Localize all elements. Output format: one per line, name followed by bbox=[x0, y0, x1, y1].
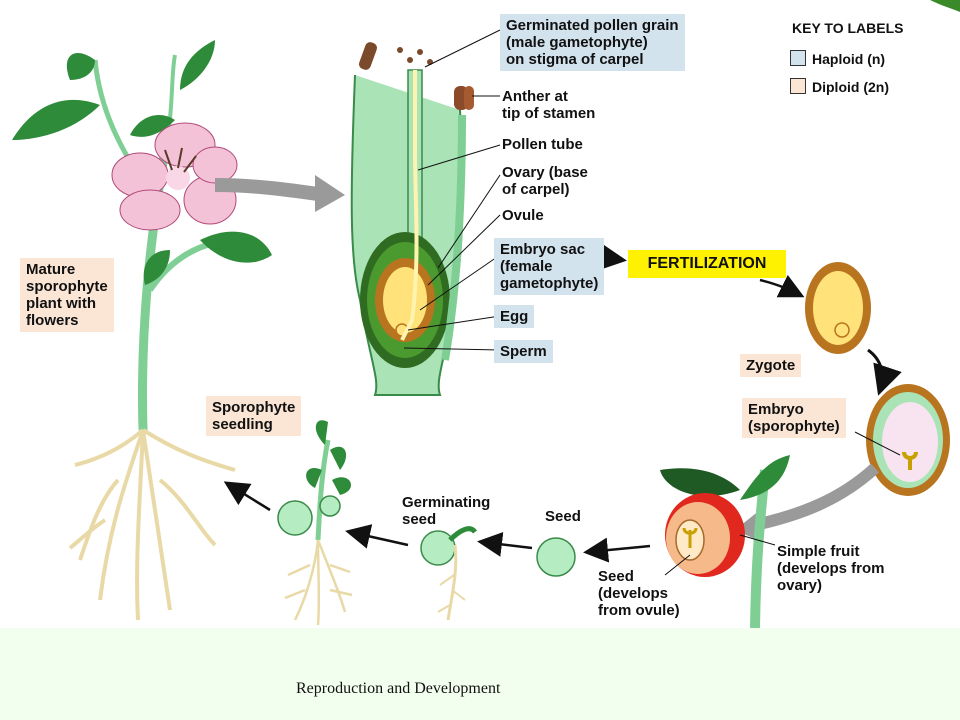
haploid-text: Haploid (n) bbox=[812, 51, 886, 67]
ovule-label: Ovule bbox=[502, 207, 544, 224]
embryo-sac-label: Embryo sac (female gametophyte) bbox=[494, 238, 605, 295]
haploid-swatch bbox=[790, 50, 806, 66]
germinating-to-seedling-arrow bbox=[345, 524, 409, 549]
pollen-grain-label: Germinated pollen grain (male gametophyt… bbox=[500, 14, 685, 71]
pollen-tube-label: Pollen tube bbox=[502, 136, 583, 153]
fruit-to-seed-arrow bbox=[583, 537, 651, 563]
fertilization-label: FERTILIZATION bbox=[628, 250, 786, 278]
slide-footer bbox=[0, 628, 960, 720]
mature-plant-roots bbox=[68, 428, 236, 621]
seed-illustration bbox=[536, 537, 576, 577]
flower bbox=[111, 122, 238, 231]
simple-fruit-illustration bbox=[660, 455, 790, 629]
footer-text: Reproduction and Development bbox=[296, 680, 501, 697]
key-haploid-row: Haploid (n) bbox=[790, 50, 885, 67]
flower-to-carpel-arrow bbox=[214, 178, 326, 202]
mature-plant-label: Mature sporophyte plant with flowers bbox=[20, 258, 114, 332]
zygote-to-embryo-arrow bbox=[867, 348, 902, 396]
simple-fruit-label: Simple fruit (develops from ovary) bbox=[777, 543, 885, 594]
embryo-illustration bbox=[866, 384, 950, 496]
diploid-text: Diploid (2n) bbox=[812, 79, 889, 95]
germinating-seed-label: Germinating seed bbox=[402, 494, 491, 528]
fertilization-to-zygote-arrow bbox=[759, 274, 805, 298]
seedling-label: Sporophyte seedling bbox=[206, 396, 302, 436]
germinating-seed-illustration bbox=[420, 526, 478, 621]
zygote-illustration bbox=[805, 262, 871, 354]
zygote-label: Zygote bbox=[740, 354, 802, 377]
mature-plant bbox=[12, 40, 272, 621]
corner-leaf-decoration-top bbox=[930, 0, 960, 12]
seedling-illustration bbox=[277, 420, 353, 626]
ovary-label: Ovary (base of carpel) bbox=[502, 164, 588, 198]
seed-develops-label: Seed (develops from ovule) bbox=[598, 568, 680, 619]
anther-label: Anther at tip of stamen bbox=[502, 88, 596, 122]
embryo-leader-line bbox=[854, 431, 901, 456]
seed-label: Seed bbox=[545, 508, 581, 525]
seed-leader-line bbox=[664, 554, 691, 576]
sperm-label: Sperm bbox=[494, 340, 553, 363]
carpel-cross-section bbox=[350, 42, 474, 396]
key-title: KEY TO LABELS bbox=[792, 20, 904, 36]
carpel-leader-lines bbox=[403, 29, 501, 351]
key-diploid-row: Diploid (2n) bbox=[790, 78, 889, 95]
embryo-label: Embryo (sporophyte) bbox=[742, 398, 846, 438]
egg-label: Egg bbox=[494, 305, 535, 328]
seed-to-germinating-arrow bbox=[477, 531, 533, 557]
seedling-to-mature-arrow bbox=[223, 481, 271, 512]
diploid-swatch bbox=[790, 78, 806, 94]
fruit-leader-line bbox=[739, 534, 776, 546]
embryo-to-fruit-arrow bbox=[753, 463, 880, 531]
